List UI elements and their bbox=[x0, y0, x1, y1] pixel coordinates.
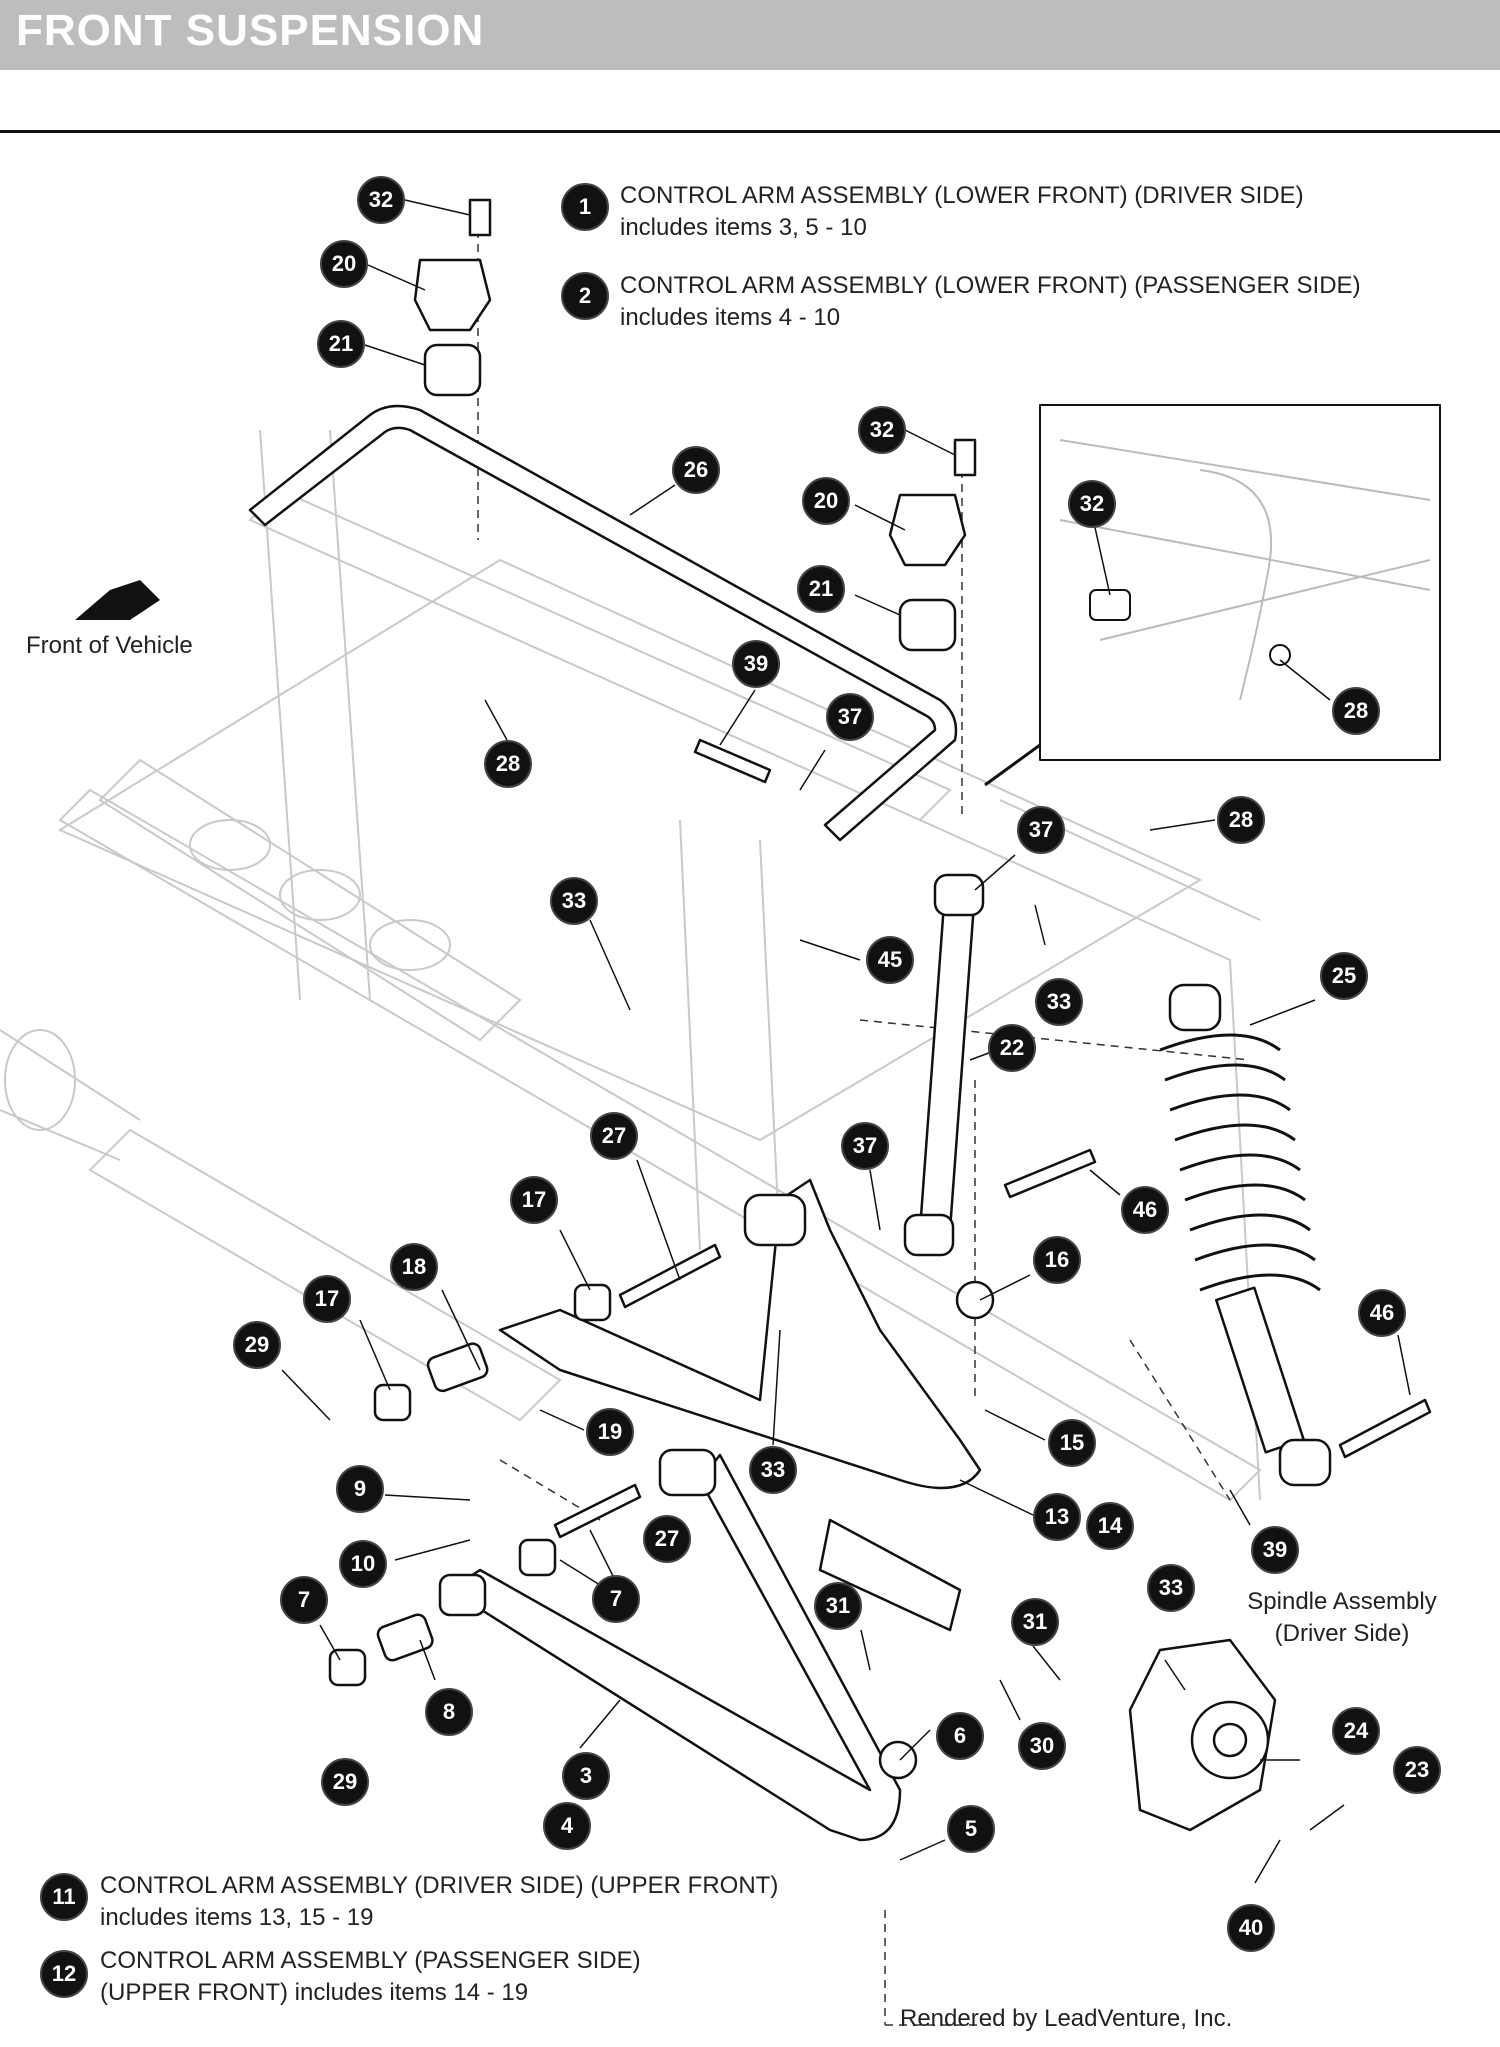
callout-part[interactable]: 45 bbox=[866, 936, 914, 984]
front-arrow-icon bbox=[75, 580, 160, 620]
front-of-vehicle-label: Front of Vehicle bbox=[26, 632, 193, 659]
callout-part[interactable]: 28 bbox=[1217, 796, 1265, 844]
assembly-11-description: CONTROL ARM ASSEMBLY (DRIVER SIDE) (UPPE… bbox=[100, 1872, 779, 1931]
header-rule bbox=[0, 130, 1500, 133]
callout-part[interactable]: 24 bbox=[1332, 1707, 1380, 1755]
callout-part[interactable]: 26 bbox=[672, 446, 720, 494]
spindle-assembly-label: Spindle Assembly (Driver Side) bbox=[1247, 1588, 1437, 1647]
callout-part[interactable]: 32 bbox=[357, 176, 405, 224]
callout-part[interactable]: 31 bbox=[1011, 1598, 1059, 1646]
callout-part[interactable]: 20 bbox=[320, 240, 368, 288]
callout-part[interactable]: 37 bbox=[1017, 806, 1065, 854]
callout-part[interactable]: 32 bbox=[1068, 480, 1116, 528]
callout-assembly-12[interactable]: 12 bbox=[40, 1950, 88, 1998]
inset-pointer bbox=[984, 743, 1041, 787]
coil-spring bbox=[1159, 1033, 1321, 1292]
callout-part[interactable]: 4 bbox=[543, 1802, 591, 1850]
callout-part[interactable]: 33 bbox=[1147, 1564, 1195, 1612]
callout-assembly-2[interactable]: 2 bbox=[561, 272, 609, 320]
callout-part[interactable]: 39 bbox=[1251, 1526, 1299, 1574]
callout-part[interactable]: 21 bbox=[317, 320, 365, 368]
callout-part[interactable]: 9 bbox=[336, 1465, 384, 1513]
callout-part[interactable]: 23 bbox=[1393, 1746, 1441, 1794]
assembly-1-description: CONTROL ARM ASSEMBLY (LOWER FRONT) (DRIV… bbox=[620, 182, 1304, 241]
callout-part[interactable]: 10 bbox=[339, 1540, 387, 1588]
callout-part[interactable]: 31 bbox=[814, 1582, 862, 1630]
callout-part[interactable]: 18 bbox=[390, 1243, 438, 1291]
assembly-12-description: CONTROL ARM ASSEMBLY (PASSENGER SIDE) (U… bbox=[100, 1947, 641, 2006]
axle-left bbox=[0, 1029, 141, 1161]
frame-upright-mid bbox=[679, 819, 781, 1251]
frame-plate bbox=[98, 758, 522, 1042]
callout-part[interactable]: 39 bbox=[732, 640, 780, 688]
lower-control-arm bbox=[448, 1453, 902, 1842]
stabilizer-bar bbox=[248, 404, 958, 842]
callout-part[interactable]: 33 bbox=[550, 877, 598, 925]
callout-part[interactable]: 6 bbox=[936, 1712, 984, 1760]
assembly-2-description: CONTROL ARM ASSEMBLY (LOWER FRONT) (PASS… bbox=[620, 272, 1361, 331]
callout-part[interactable]: 27 bbox=[590, 1112, 638, 1160]
callout-part[interactable]: 13 bbox=[1033, 1493, 1081, 1541]
callout-part[interactable]: 21 bbox=[797, 565, 845, 613]
callout-part[interactable]: 3 bbox=[562, 1752, 610, 1800]
callout-part[interactable]: 32 bbox=[858, 406, 906, 454]
callout-part[interactable]: 25 bbox=[1320, 952, 1368, 1000]
callout-part[interactable]: 46 bbox=[1121, 1186, 1169, 1234]
page-title: FRONT SUSPENSION bbox=[16, 6, 485, 55]
callout-part[interactable]: 40 bbox=[1227, 1904, 1275, 1952]
callout-part[interactable]: 17 bbox=[303, 1275, 351, 1323]
callout-part[interactable]: 19 bbox=[586, 1408, 634, 1456]
frame-rail-upper bbox=[57, 558, 1203, 1142]
callout-part[interactable]: 22 bbox=[988, 1024, 1036, 1072]
callout-part[interactable]: 17 bbox=[510, 1176, 558, 1224]
callout-part[interactable]: 33 bbox=[749, 1446, 797, 1494]
callout-part[interactable]: 7 bbox=[280, 1576, 328, 1624]
callout-part[interactable]: 16 bbox=[1033, 1236, 1081, 1284]
callout-part[interactable]: 5 bbox=[947, 1805, 995, 1853]
callout-part[interactable]: 30 bbox=[1018, 1722, 1066, 1770]
callout-part[interactable]: 29 bbox=[233, 1321, 281, 1369]
upper-control-arm bbox=[498, 1178, 982, 1490]
callout-part[interactable]: 20 bbox=[802, 477, 850, 525]
callout-part[interactable]: 46 bbox=[1358, 1289, 1406, 1337]
callout-part[interactable]: 37 bbox=[826, 693, 874, 741]
callout-part[interactable]: 7 bbox=[592, 1575, 640, 1623]
frame-front-lower bbox=[88, 1128, 562, 1422]
callout-part[interactable]: 27 bbox=[643, 1515, 691, 1563]
rendered-by-credit: Rendered by LeadVenture, Inc. bbox=[900, 2005, 1233, 2032]
callout-part[interactable]: 37 bbox=[841, 1122, 889, 1170]
callout-part[interactable]: 28 bbox=[484, 740, 532, 788]
callout-part[interactable]: 29 bbox=[321, 1758, 369, 1806]
callout-part[interactable]: 33 bbox=[1035, 978, 1083, 1026]
callout-part[interactable]: 8 bbox=[425, 1688, 473, 1736]
title-bar: FRONT SUSPENSION bbox=[0, 0, 1500, 70]
callout-part[interactable]: 14 bbox=[1086, 1502, 1134, 1550]
callout-assembly-11[interactable]: 11 bbox=[40, 1873, 88, 1921]
callout-assembly-1[interactable]: 1 bbox=[561, 183, 609, 231]
callout-part[interactable]: 15 bbox=[1048, 1419, 1096, 1467]
callout-part[interactable]: 28 bbox=[1332, 687, 1380, 735]
